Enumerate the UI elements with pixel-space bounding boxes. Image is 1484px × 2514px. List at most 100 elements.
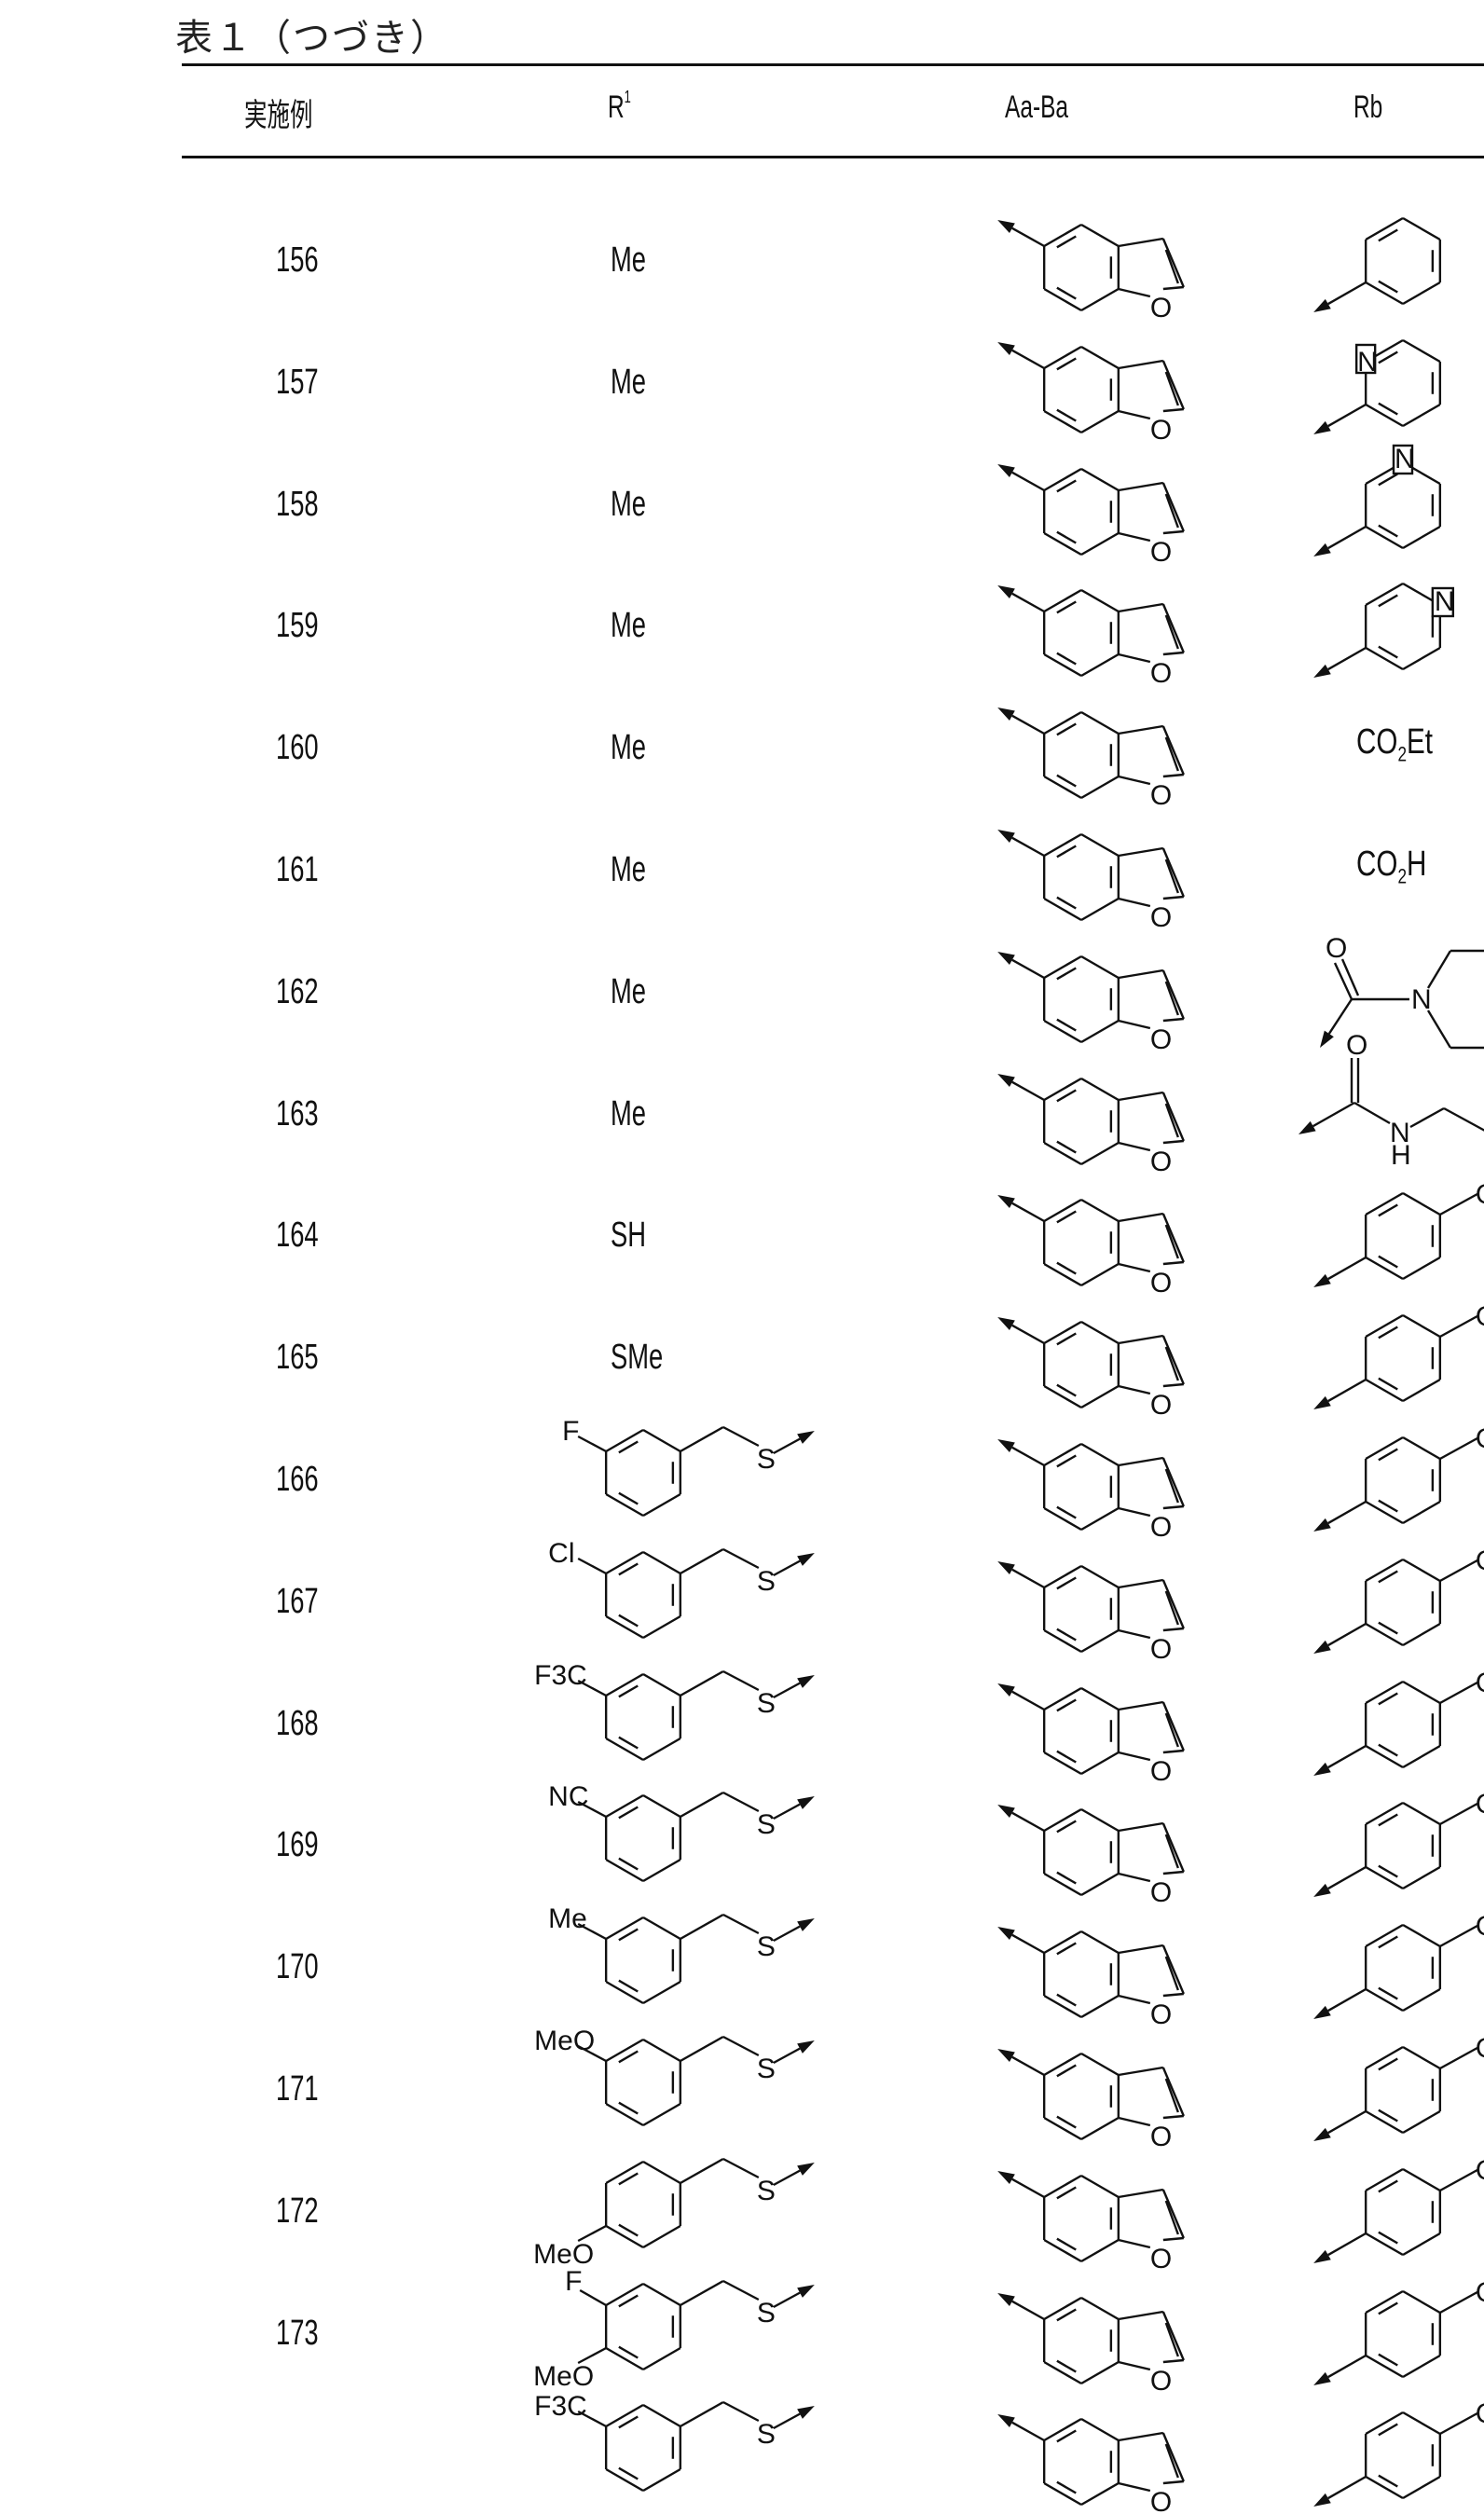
svg-text:S: S bbox=[757, 1809, 776, 1840]
structure-drawing: OO bbox=[997, 1301, 1484, 1421]
example-number: 161 bbox=[276, 850, 319, 889]
structure-drawing: OSClO bbox=[548, 1538, 1484, 1665]
table-row: O 161 Me CO2H bbox=[0, 807, 1484, 933]
svg-text:O: O bbox=[1150, 2487, 1172, 2514]
table-row: OSNCO169 bbox=[0, 1781, 1484, 1908]
table-row: O S F3C O bbox=[0, 2391, 1484, 2514]
structure-drawing: O bbox=[997, 830, 1185, 933]
svg-text:O: O bbox=[1346, 1030, 1367, 1061]
svg-text:MeO: MeO bbox=[534, 2026, 595, 2056]
r1-value: SH bbox=[611, 1216, 647, 1256]
rb-main: CO bbox=[1356, 845, 1398, 884]
structure-drawing: O O N bbox=[997, 933, 1484, 1055]
example-number: 168 bbox=[276, 1703, 319, 1743]
example-number: 163 bbox=[276, 1093, 319, 1133]
table-row: O N 158 Me bbox=[0, 442, 1484, 568]
example-number: 169 bbox=[276, 1825, 319, 1865]
svg-text:S: S bbox=[757, 2176, 776, 2206]
svg-text:S: S bbox=[757, 1688, 776, 1719]
svg-text:MeO: MeO bbox=[533, 2239, 594, 2270]
svg-text:O: O bbox=[1150, 658, 1172, 689]
r1-value: SMe bbox=[611, 1338, 664, 1378]
svg-text:O: O bbox=[1476, 1911, 1484, 1942]
rb-subscript: 2 bbox=[1397, 742, 1408, 766]
r1-value: Me bbox=[611, 971, 647, 1011]
svg-text:Me: Me bbox=[548, 1903, 587, 1934]
svg-text:O: O bbox=[1150, 293, 1172, 323]
svg-text:N: N bbox=[1411, 984, 1432, 1015]
table-row: OO164SH bbox=[0, 1173, 1484, 1298]
header-rb: Rb bbox=[1353, 89, 1383, 125]
svg-text:F: F bbox=[562, 1416, 579, 1447]
table-top-rule bbox=[182, 63, 1484, 66]
svg-text:N: N bbox=[1390, 1118, 1410, 1148]
r1-value: Me bbox=[611, 484, 647, 524]
example-number: 166 bbox=[276, 1460, 319, 1499]
svg-text:O: O bbox=[1150, 2244, 1172, 2274]
svg-text:O: O bbox=[1150, 1512, 1172, 1543]
table-row: OSMeO170 bbox=[0, 1903, 1484, 2030]
svg-text:O: O bbox=[1150, 1634, 1172, 1665]
example-number: 170 bbox=[276, 1947, 319, 1987]
structure-drawing: OO bbox=[997, 1179, 1484, 1298]
structure-drawing: OSMeOO bbox=[533, 2155, 1484, 2274]
svg-text:O: O bbox=[1150, 537, 1172, 568]
svg-text:O: O bbox=[1476, 1179, 1484, 1210]
svg-text:F: F bbox=[565, 2266, 582, 2297]
svg-text:O: O bbox=[1326, 933, 1347, 964]
rb-value: CO2Et bbox=[1356, 722, 1433, 767]
svg-text:F3C: F3C bbox=[534, 2391, 587, 2422]
svg-text:S: S bbox=[757, 2054, 776, 2084]
svg-text:N: N bbox=[1357, 347, 1378, 378]
svg-text:O: O bbox=[1150, 2122, 1172, 2152]
r1-value: Me bbox=[611, 850, 647, 889]
example-number: 167 bbox=[276, 1581, 319, 1621]
svg-text:O: O bbox=[1476, 1789, 1484, 1820]
table-title: 表１（つづき） bbox=[175, 17, 449, 60]
rb-tail: H bbox=[1407, 845, 1427, 884]
structure-drawing: O S MeO O bbox=[534, 2026, 1484, 2152]
svg-text:O: O bbox=[1476, 2033, 1484, 2064]
svg-text:O: O bbox=[1476, 2398, 1484, 2429]
rb-subscript: 2 bbox=[1397, 864, 1408, 888]
table-row: OSClO 167 bbox=[0, 1538, 1484, 1665]
example-number: 159 bbox=[276, 606, 319, 646]
svg-text:O: O bbox=[1150, 2366, 1172, 2397]
header-example: 実施例 bbox=[244, 98, 313, 133]
example-number: 162 bbox=[276, 971, 319, 1011]
table-row: O S F O 166 bbox=[0, 1416, 1484, 1543]
svg-text:S: S bbox=[757, 1444, 776, 1475]
r1-value: Me bbox=[611, 240, 647, 280]
structure-drawing: O S F O bbox=[562, 1416, 1484, 1543]
svg-text:O: O bbox=[1150, 1024, 1172, 1055]
r1-value: Me bbox=[611, 1093, 647, 1133]
table-row: OSMeOO171 bbox=[0, 2026, 1484, 2152]
rb-main: CO bbox=[1356, 722, 1398, 762]
svg-text:F3C: F3C bbox=[534, 1660, 587, 1691]
table-row: OSMeOO172 bbox=[0, 2149, 1484, 2274]
header-r1: R1 bbox=[608, 88, 631, 126]
table-row: O O N 162 Me bbox=[0, 929, 1484, 1055]
example-number: 173 bbox=[276, 2313, 319, 2353]
example-number: 164 bbox=[276, 1216, 319, 1256]
example-number: 158 bbox=[276, 484, 319, 524]
table-row: OSF3CO168 bbox=[0, 1660, 1484, 1787]
svg-text:O: O bbox=[1150, 1268, 1172, 1298]
svg-text:NC: NC bbox=[548, 1781, 588, 1812]
header-r1-label: R bbox=[608, 89, 625, 125]
svg-text:O: O bbox=[1476, 1423, 1484, 1454]
svg-text:O: O bbox=[1476, 1545, 1484, 1576]
svg-text:S: S bbox=[757, 2419, 776, 2450]
example-number: 160 bbox=[276, 728, 319, 768]
structure-drawing: OSFMeOO bbox=[533, 2266, 1484, 2397]
svg-text:N: N bbox=[1435, 586, 1455, 617]
svg-text:N: N bbox=[1395, 444, 1415, 474]
svg-text:O: O bbox=[1476, 1301, 1484, 1332]
svg-text:O: O bbox=[1150, 902, 1172, 933]
structure-drawing: OSNCO bbox=[548, 1781, 1484, 1908]
